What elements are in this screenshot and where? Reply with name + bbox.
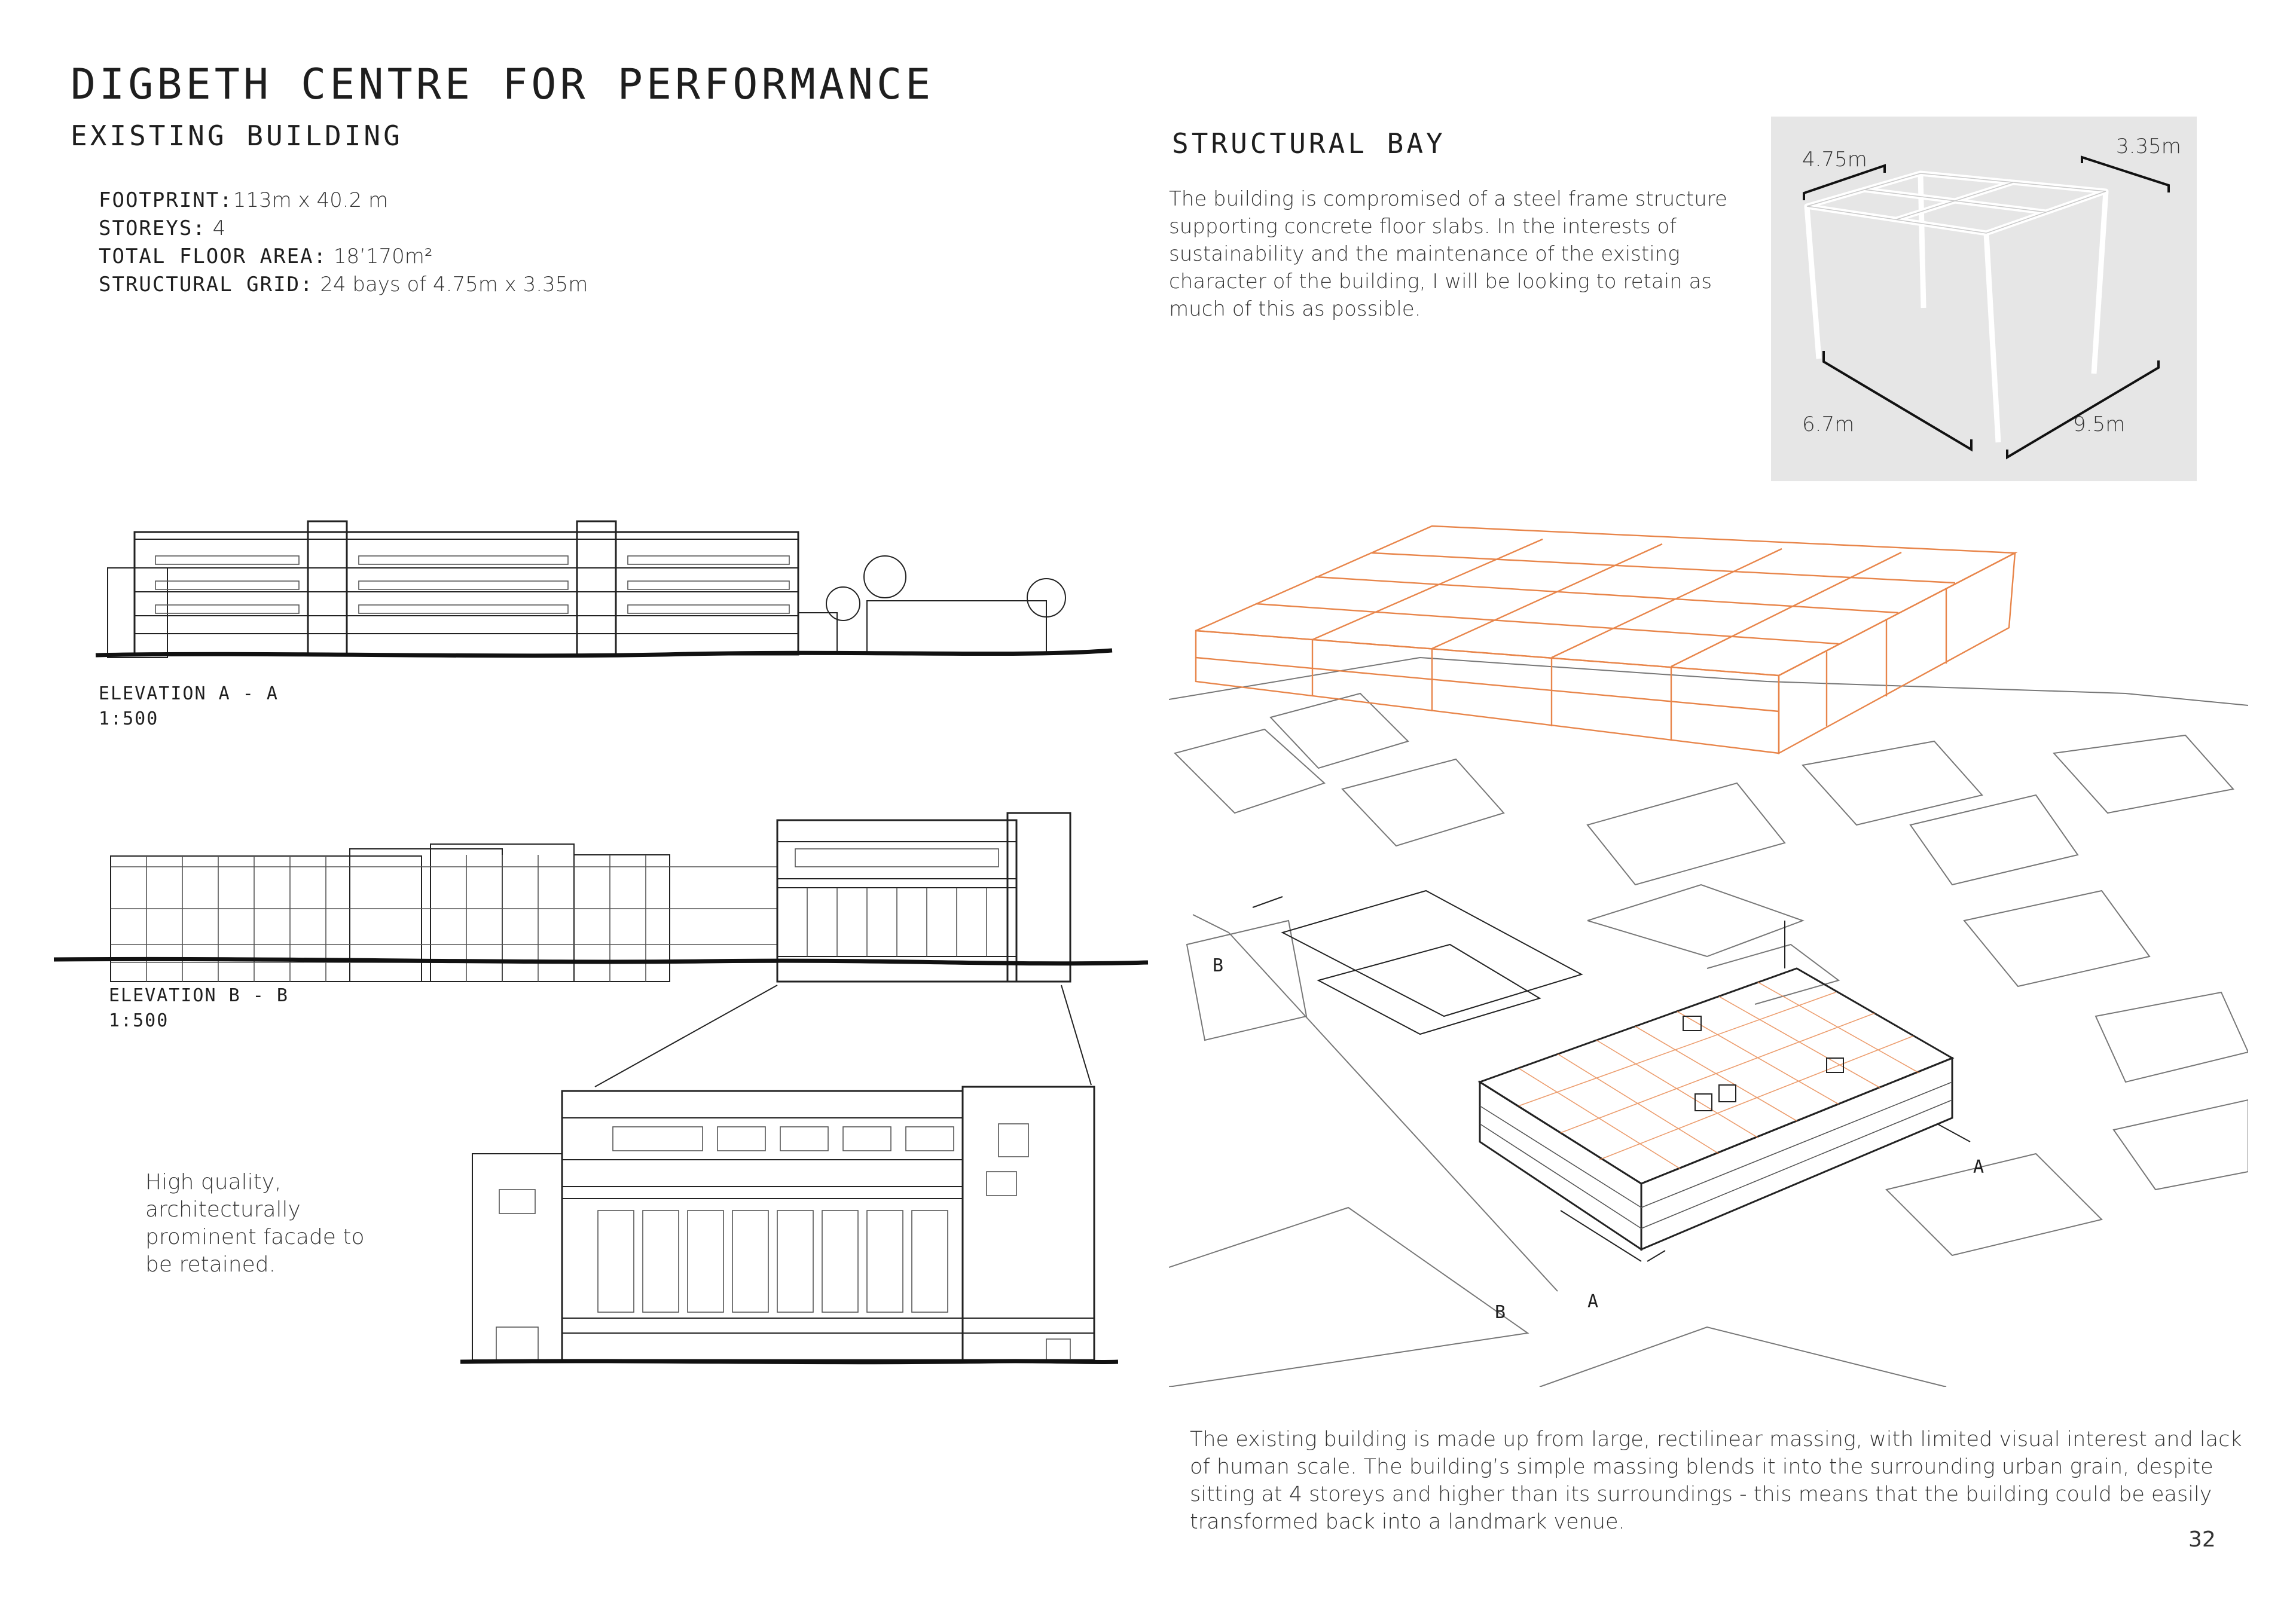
fact-structural-grid: STRUCTURAL GRID: 24 bays of 4.75m x 3.35… <box>99 271 588 299</box>
fact-storeys: STOREYS: 4 <box>99 215 588 243</box>
axo-label-b-top: B <box>1213 955 1224 976</box>
fact-label: STOREYS: <box>99 216 206 240</box>
elevation-a-drawing <box>95 520 1113 658</box>
page-number: 32 <box>2188 1527 2216 1552</box>
fact-footprint: FOOTPRINT:113m x 40.2 m <box>99 187 588 215</box>
elevation-b-scale: 1:500 <box>109 1010 169 1031</box>
fact-label: TOTAL FLOOR AREA: <box>99 244 327 268</box>
fact-value: 113m x 40.2 m <box>233 188 389 212</box>
elevation-a-scale: 1:500 <box>99 708 159 729</box>
fact-value: 18’170m² <box>327 244 433 268</box>
facade-detail-drawing <box>460 985 1118 1365</box>
dim-top-right: 3.35m <box>2116 135 2181 158</box>
elevation-b-label: ELEVATION B - B 1:500 <box>109 983 289 1034</box>
elevation-b-name: ELEVATION B - B <box>109 985 289 1006</box>
fact-value: 4 <box>206 216 226 240</box>
fact-label: STRUCTURAL GRID: <box>99 273 314 297</box>
structural-bay-heading: STRUCTURAL BAY <box>1172 127 1446 160</box>
dim-bottom-left: 6.7m <box>1802 412 1855 436</box>
elevation-b-drawing <box>53 812 1149 983</box>
page-subtitle: EXISTING BUILDING <box>71 120 403 152</box>
fact-value: 24 bays of 4.75m x 3.35m <box>313 273 588 297</box>
dim-top-left: 4.75m <box>1802 148 1867 172</box>
frame-diagram-svg <box>1803 155 2170 460</box>
dim-bottom-right: 9.5m <box>2073 412 2126 436</box>
axo-label-a-bottom: A <box>1587 1291 1599 1312</box>
facade-note: High quality, architecturally prominent … <box>145 1170 365 1277</box>
axonometric-drawing <box>1169 525 2248 1387</box>
fact-floor-area: TOTAL FLOOR AREA: 18’170m² <box>99 243 588 271</box>
structural-bay-diagram: 4.75m 3.35m 6.7m 9.5m <box>1771 117 2197 481</box>
elevation-a-label: ELEVATION A - A 1:500 <box>99 681 279 732</box>
massing-description: The existing building is made up from la… <box>1190 1428 2242 1534</box>
structural-bay-text: The building is compromised of a steel f… <box>1169 187 1727 321</box>
page-title: DIGBETH CENTRE FOR PERFORMANCE <box>71 60 935 109</box>
elevation-a-name: ELEVATION A - A <box>99 683 279 704</box>
axo-label-b-bottom: B <box>1495 1302 1506 1323</box>
axo-label-a-right: A <box>1973 1157 1984 1178</box>
building-facts: FOOTPRINT:113m x 40.2 m STOREYS: 4 TOTAL… <box>99 187 588 299</box>
fact-label: FOOTPRINT: <box>99 188 233 212</box>
